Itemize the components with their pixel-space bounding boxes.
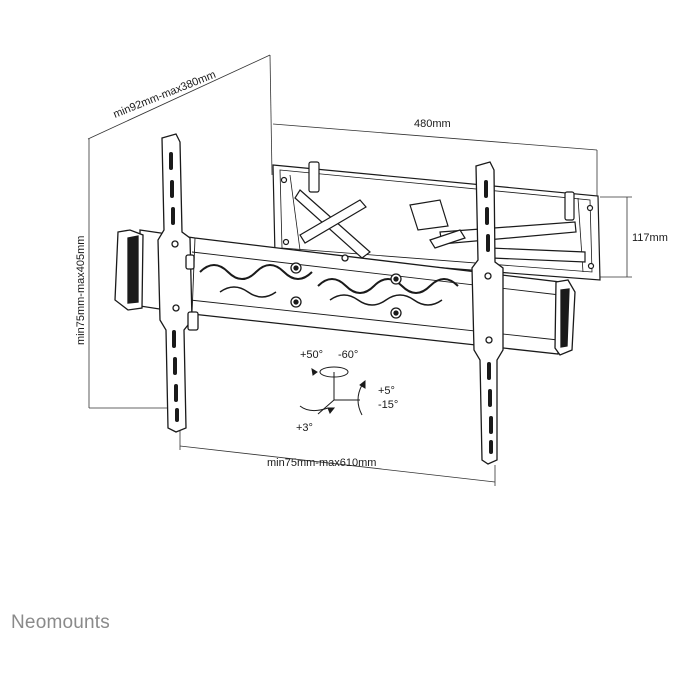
roll-label: +3° xyxy=(296,422,313,434)
brand-logo-text: Neomounts xyxy=(11,612,110,633)
dimension-lines xyxy=(87,54,632,486)
vesa-vertical-label: min75mm-max405mm xyxy=(75,236,87,345)
right-vertical-bracket xyxy=(471,161,504,465)
left-vertical-bracket xyxy=(157,133,199,433)
swivel-plus-label: +50° xyxy=(300,349,323,361)
vesa-horizontal-label: min75mm-max610mm xyxy=(267,457,376,469)
rotation-axes-symbol xyxy=(299,366,366,416)
tilt-minus-label: -15° xyxy=(378,399,398,411)
depth-label: min92mm-max380mm xyxy=(112,69,218,121)
horizontal-rail xyxy=(114,229,576,356)
height-label: 117mm xyxy=(632,232,668,244)
width-label: 480mm xyxy=(414,118,451,130)
swivel-minus-label: -60° xyxy=(338,349,358,361)
tilt-plus-label: +5° xyxy=(378,385,395,397)
